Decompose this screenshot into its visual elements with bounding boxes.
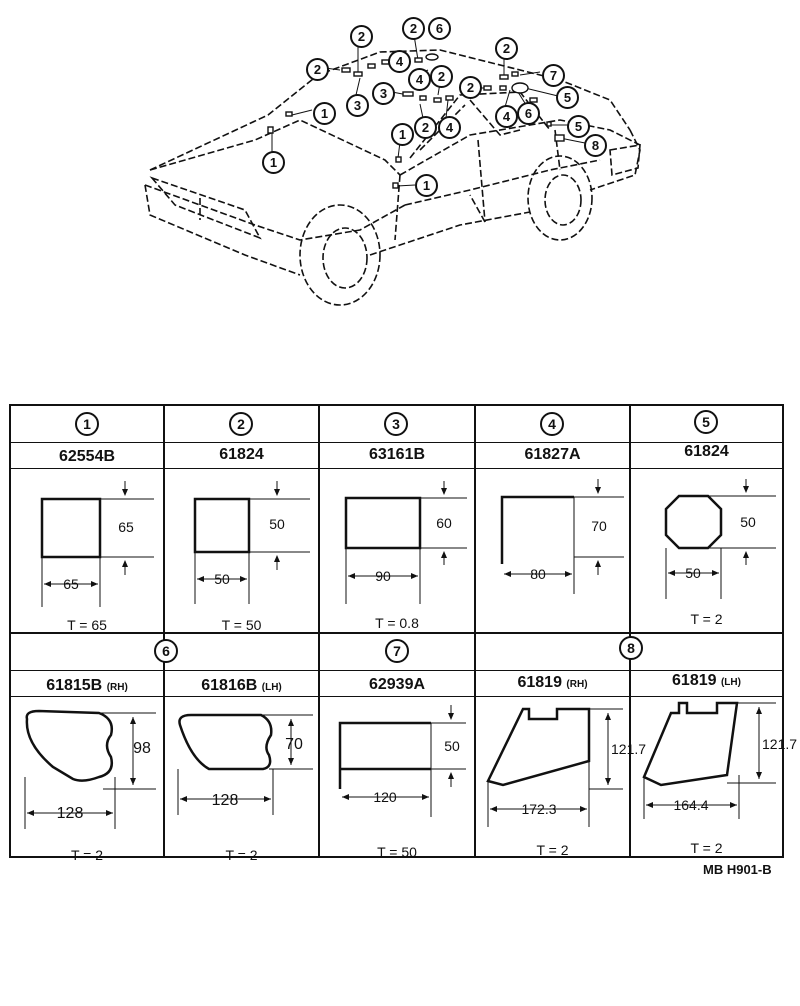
dim-label-8-lh-height: 121.7 bbox=[762, 736, 797, 752]
part-no-2: 61824 bbox=[219, 446, 264, 463]
callout-2: 2 bbox=[402, 17, 425, 40]
dim-label-6-lh-width: 128 bbox=[212, 792, 239, 809]
dim-label-1-height: 65 bbox=[118, 519, 134, 535]
dim-label-6-rh-width: 128 bbox=[57, 805, 84, 822]
part-no-7: 62939A bbox=[368, 676, 426, 693]
callout-7: 7 bbox=[542, 64, 565, 87]
bottom-row-drawings: 98 128 70 128 50 120 121.7 172.3 121.7 1… bbox=[24, 701, 797, 829]
part-number-badge-8: 8 bbox=[619, 636, 643, 660]
callout-5: 5 bbox=[567, 115, 590, 138]
dim-label-6-lh-height: 70 bbox=[285, 736, 303, 753]
callout-1: 1 bbox=[313, 102, 336, 125]
top-row-drawings: 65 65 50 50 60 90 70 80 50 50 bbox=[40, 479, 776, 607]
part-no-8-lh: 61819 (LH) bbox=[672, 672, 741, 689]
side-tag-rh: (RH) bbox=[566, 679, 588, 690]
callout-3: 3 bbox=[372, 82, 395, 105]
thickness-1: T = 65 bbox=[67, 617, 107, 633]
part-number-badge-6: 6 bbox=[154, 639, 178, 663]
thickness-7: T = 50 bbox=[377, 844, 417, 860]
callout-6: 6 bbox=[428, 17, 451, 40]
callout-1: 1 bbox=[415, 174, 438, 197]
thickness-2: T = 50 bbox=[221, 617, 262, 633]
dim-label-3-height: 60 bbox=[436, 515, 452, 531]
dim-label-4-height: 70 bbox=[591, 518, 607, 534]
callout-2: 2 bbox=[414, 116, 437, 139]
callout-3: 3 bbox=[346, 94, 369, 117]
thickness-3: T = 0.8 bbox=[375, 615, 419, 631]
thickness-6-lh: T = 2 bbox=[225, 847, 258, 863]
part-no-3: 63161B bbox=[368, 446, 426, 463]
side-tag-lh: (LH) bbox=[720, 677, 741, 688]
dim-label-7-width: 120 bbox=[373, 789, 397, 805]
dim-label-8-rh-height: 121.7 bbox=[611, 741, 646, 757]
callout-8: 8 bbox=[584, 134, 607, 157]
side-tag-rh: (RH) bbox=[106, 682, 128, 693]
callout-5: 5 bbox=[556, 86, 579, 109]
callout-2: 2 bbox=[430, 65, 453, 88]
dim-label-1-width: 65 bbox=[63, 576, 79, 592]
thickness-6-rh: T = 2 bbox=[70, 847, 104, 863]
dim-label-3-width: 90 bbox=[375, 568, 391, 584]
part-number-badge-1: 1 bbox=[75, 412, 99, 436]
part-number-badge-7: 7 bbox=[385, 639, 409, 663]
part-number-badge-4: 4 bbox=[540, 412, 564, 436]
part-no-1: 62554B bbox=[58, 448, 116, 465]
callout-2: 2 bbox=[306, 58, 329, 81]
callout-4: 4 bbox=[438, 116, 461, 139]
parts-table: 1 2 3 4 5 62554B 61824 63161B 61827A 618… bbox=[9, 404, 797, 863]
dim-label-5-height: 50 bbox=[740, 514, 756, 530]
dim-label-4-width: 80 bbox=[530, 566, 546, 582]
callout-6: 6 bbox=[517, 102, 540, 125]
dim-label-8-lh-width: 164.4 bbox=[673, 797, 708, 813]
callout-4: 4 bbox=[495, 105, 518, 128]
callout-2: 2 bbox=[495, 37, 518, 60]
callout-2: 2 bbox=[459, 76, 482, 99]
dim-label-2-width: 50 bbox=[214, 571, 230, 587]
side-tag-lh: (LH) bbox=[261, 682, 282, 693]
thickness-8-rh: T = 2 bbox=[536, 842, 569, 858]
callout-4: 4 bbox=[388, 50, 411, 73]
callout-1: 1 bbox=[262, 151, 285, 174]
part-no-6-rh: 61815B (RH) bbox=[46, 677, 128, 694]
dim-label-5-width: 50 bbox=[685, 565, 701, 581]
part-no-8-rh: 61819 (RH) bbox=[517, 674, 588, 691]
part-number-badge-5: 5 bbox=[694, 410, 718, 434]
part-no-4: 61827A bbox=[524, 446, 581, 463]
dim-label-6-rh-height: 98 bbox=[133, 740, 151, 757]
thickness-8-lh: T = 2 bbox=[690, 840, 723, 856]
car-illustration: 2 2 6 4 4 2 2 3 3 1 2 4 1 1 1 2 2 7 5 4 … bbox=[0, 0, 800, 370]
callout-1: 1 bbox=[391, 123, 414, 146]
callout-4: 4 bbox=[408, 68, 431, 91]
part-no-6-lh: 61816B (LH) bbox=[201, 677, 282, 694]
callout-2: 2 bbox=[350, 25, 373, 48]
figure-code: MB H901-B bbox=[703, 862, 772, 877]
part-number-badge-2: 2 bbox=[229, 412, 253, 436]
dim-label-8-rh-width: 172.3 bbox=[521, 801, 556, 817]
part-no-5: 61824 bbox=[684, 443, 729, 460]
dim-label-7-height: 50 bbox=[444, 738, 460, 754]
part-number-badge-3: 3 bbox=[384, 412, 408, 436]
dim-label-2-height: 50 bbox=[269, 516, 285, 532]
thickness-5: T = 2 bbox=[690, 611, 723, 627]
